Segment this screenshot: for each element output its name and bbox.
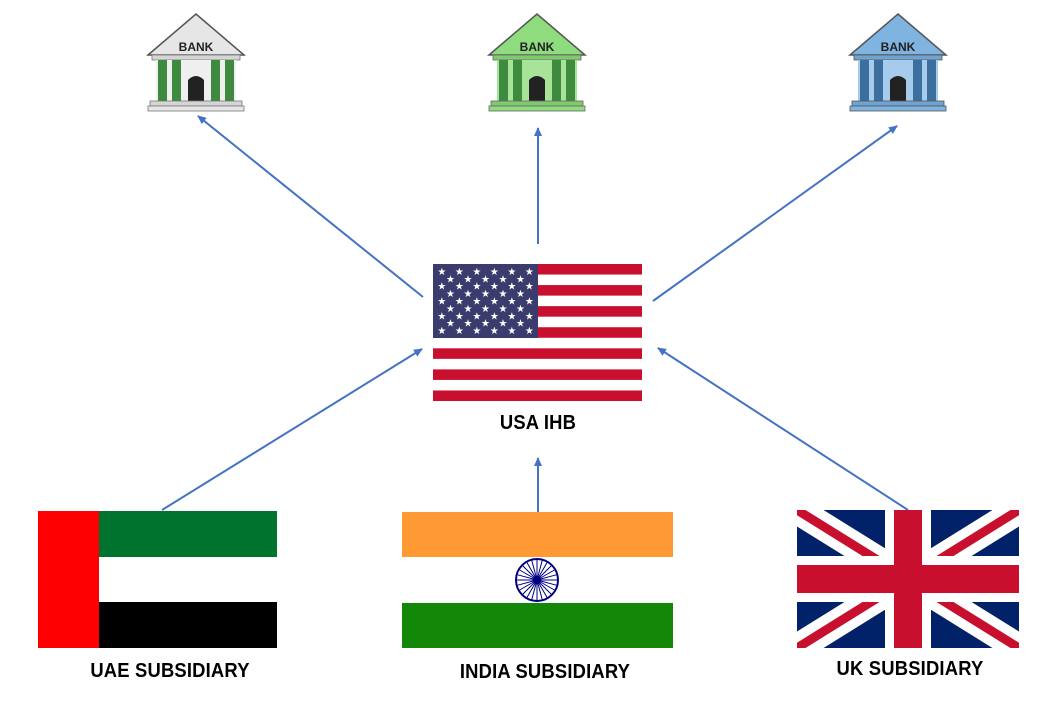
uk-flag: [797, 510, 1019, 648]
svg-text:★: ★: [499, 289, 508, 300]
svg-text:★: ★: [464, 304, 473, 315]
svg-text:★: ★: [446, 319, 455, 330]
svg-text:★: ★: [490, 297, 499, 308]
bank-label: BANK: [881, 40, 916, 54]
svg-text:★: ★: [472, 267, 481, 278]
svg-text:★: ★: [464, 289, 473, 300]
svg-text:★: ★: [499, 319, 508, 330]
arrow-ihb-to-bank-3: [652, 125, 898, 302]
svg-text:★: ★: [455, 297, 464, 308]
svg-text:★: ★: [481, 319, 490, 330]
svg-text:★: ★: [525, 282, 534, 293]
svg-text:★: ★: [490, 326, 499, 337]
hub-label: USA IHB: [499, 412, 577, 434]
svg-text:★: ★: [455, 311, 464, 322]
india-flag: [402, 512, 673, 648]
svg-text:★: ★: [472, 326, 481, 337]
svg-text:★: ★: [464, 319, 473, 330]
svg-text:★: ★: [437, 297, 446, 308]
svg-text:★: ★: [516, 319, 525, 330]
svg-text:★: ★: [507, 267, 516, 278]
arrow-ihb-to-bank-1: [197, 115, 424, 298]
svg-text:★: ★: [507, 282, 516, 293]
svg-text:★: ★: [516, 289, 525, 300]
ashoka-chakra-icon: [515, 558, 559, 602]
svg-text:★: ★: [437, 282, 446, 293]
svg-text:★: ★: [507, 311, 516, 322]
svg-text:★: ★: [516, 304, 525, 315]
arrow-uae-to-ihb: [161, 348, 423, 511]
svg-text:★: ★: [499, 274, 508, 285]
usa-flag: ★★★★★★★★★★★★★★★★★★★★★★★★★★★★★★★★★★★★★★★★…: [433, 264, 642, 401]
bank-icon: BANK: [847, 13, 949, 112]
svg-text:★: ★: [446, 304, 455, 315]
svg-text:★: ★: [481, 289, 490, 300]
svg-text:★: ★: [507, 326, 516, 337]
bank-icon: BANK: [486, 13, 588, 112]
svg-text:★: ★: [525, 311, 534, 322]
svg-text:★: ★: [499, 304, 508, 315]
svg-text:★: ★: [525, 297, 534, 308]
arrow-uk-to-ihb: [657, 347, 909, 511]
svg-text:★: ★: [472, 282, 481, 293]
svg-text:★: ★: [455, 282, 464, 293]
svg-text:★: ★: [481, 274, 490, 285]
svg-text:★: ★: [464, 274, 473, 285]
svg-text:★: ★: [481, 304, 490, 315]
flow-arrows: [161, 115, 909, 514]
svg-text:★: ★: [437, 311, 446, 322]
bank-icon: BANK: [145, 13, 247, 112]
uae-subsidiary-label: UAE SUBSIDIARY: [90, 660, 250, 682]
svg-text:★: ★: [516, 274, 525, 285]
svg-text:★: ★: [490, 311, 499, 322]
svg-text:★: ★: [437, 326, 446, 337]
svg-text:★: ★: [525, 326, 534, 337]
svg-text:★: ★: [472, 297, 481, 308]
svg-text:★: ★: [446, 274, 455, 285]
svg-text:★: ★: [525, 267, 534, 278]
svg-text:★: ★: [455, 326, 464, 337]
uae-flag: [38, 511, 277, 648]
india-subsidiary-label: INDIA SUBSIDIARY: [459, 661, 631, 683]
svg-text:★: ★: [472, 311, 481, 322]
svg-text:★: ★: [490, 282, 499, 293]
svg-text:★: ★: [455, 267, 464, 278]
bank-label: BANK: [179, 40, 214, 54]
bank-label: BANK: [520, 40, 555, 54]
svg-text:★: ★: [490, 267, 499, 278]
svg-text:★: ★: [437, 267, 446, 278]
svg-text:★: ★: [446, 289, 455, 300]
svg-text:★: ★: [507, 297, 516, 308]
uk-subsidiary-label: UK SUBSIDIARY: [836, 658, 984, 680]
